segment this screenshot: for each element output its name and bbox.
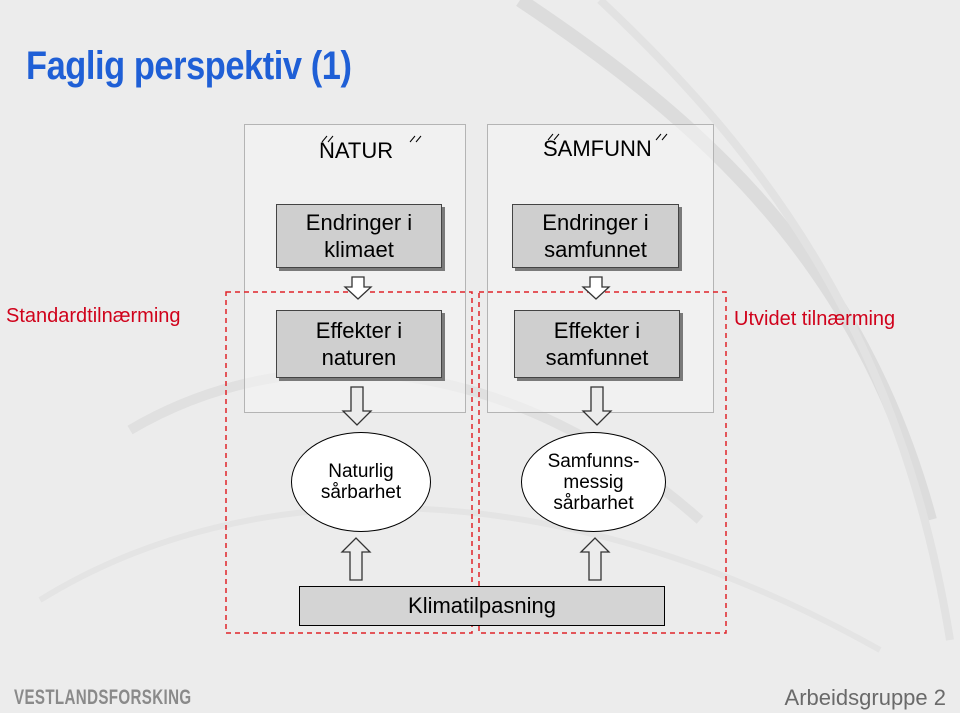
arrow-down-2 <box>581 276 611 300</box>
arrow-down-4 <box>581 386 613 426</box>
standard-approach-label: Standardtilnærming <box>6 305 181 327</box>
climate-adaptation-text: Klimatilpasning <box>408 593 556 618</box>
endringer-klimaet-box: Endringer i klimaet <box>276 204 442 268</box>
dashed-frame-right <box>478 291 727 634</box>
extended-approach-label: Utvidet tilnærming <box>734 308 896 330</box>
samfunn-header-text: SAMFUNN <box>543 136 652 161</box>
quote-marks <box>321 133 668 143</box>
climate-adaptation-box: Klimatilpasning <box>299 586 665 626</box>
natural-vulnerability-ellipse: Naturlig sårbarhet <box>291 432 431 532</box>
effekter-samfunnet-text: Effekter i samfunnet <box>545 318 649 370</box>
effekter-naturen-box: Effekter i naturen <box>276 310 442 378</box>
arrow-down-3 <box>341 386 373 426</box>
endringer-samfunnet-box: Endringer i samfunnet <box>512 204 679 268</box>
societal-vulnerability-text: Samfunns- messig sårbarhet <box>547 450 640 514</box>
effekter-naturen-text: Effekter i naturen <box>315 318 403 370</box>
vestlandsforsking-logo: VESTLANDSFORSKING <box>14 686 192 709</box>
endringer-samfunnet-text: Endringer i samfunnet <box>542 210 649 262</box>
dashed-frame-left <box>225 291 473 634</box>
societal-vulnerability-ellipse: Samfunns- messig sårbarhet <box>521 432 666 532</box>
natural-vulnerability-text: Naturlig sårbarhet <box>320 461 402 503</box>
natur-header: NATUR <box>319 138 393 164</box>
arrow-up-2 <box>579 537 611 581</box>
endringer-klimaet-text: Endringer i klimaet <box>305 210 413 262</box>
footer-workgroup: Arbeidsgruppe 2 <box>784 685 946 710</box>
page-title: Faglig perspektiv (1) <box>26 44 352 88</box>
natur-header-text: NATUR <box>319 138 394 163</box>
arrow-up-1 <box>340 537 372 581</box>
effekter-samfunnet-box: Effekter i samfunnet <box>514 310 680 378</box>
samfunn-header: SAMFUNN <box>543 136 652 162</box>
arrow-down-1 <box>343 276 373 300</box>
